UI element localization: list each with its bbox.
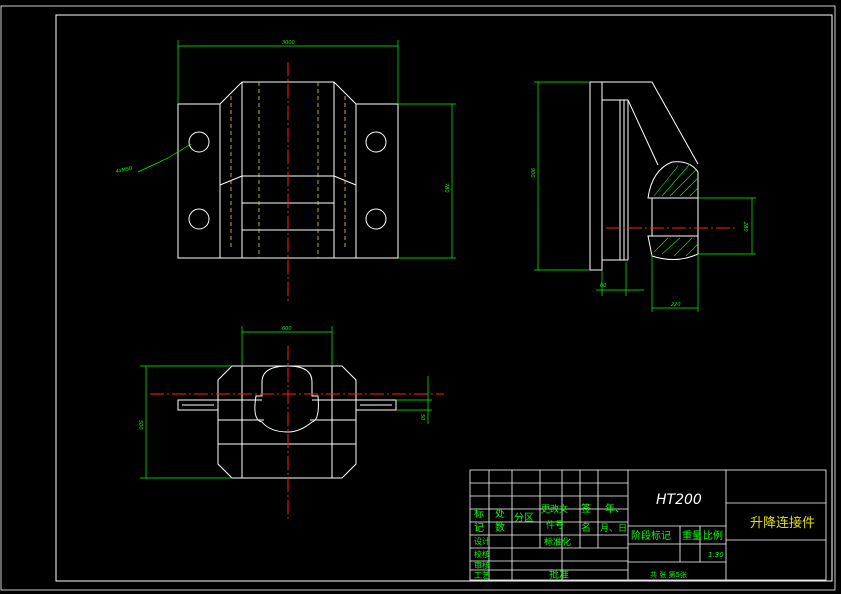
tb-left-0: 设计 [474,536,490,546]
bolt-hole-top-left [188,131,210,153]
title-block-labels: 标 处 分区 更改文 签 年、 记 数 件号 名 月、日 设计 校核 审核 工艺… [474,492,815,581]
tb-row2-1: 数 [495,521,505,534]
tb-row2-0: 记 [474,522,484,534]
outer-frame [0,5,836,591]
dim-top-width: 600 [282,326,292,332]
tb-approve: 批准 [549,568,569,581]
inner-frame [55,14,833,582]
tb-weight: 重量 [682,529,702,542]
bolt-hole-top-right [365,131,387,153]
bolt-hole-bottom-right [365,208,387,230]
tb-left-2: 审核 [474,560,490,570]
side-view [589,81,699,271]
tb-stage: 阶段标记 [631,529,671,542]
tb-material: HT200 [656,492,702,508]
bolt-hole-bottom-left [188,208,210,230]
tb-col-1: 处 [495,508,505,520]
dim-side-boss-depth: 220 [671,302,681,308]
tb-row2-4: 月、日 [600,523,627,534]
tb-scale-label: 比例 [703,529,723,542]
side-boss-hatch [647,161,699,260]
tb-left-1: 校核 [474,549,490,559]
dim-side-thickness: 60 [600,283,606,289]
tb-col-3: 更改文 [541,503,568,515]
tb-row2-3: 名 [581,521,591,534]
tb-col-5: 年、 [605,502,625,515]
dim-front-height: 780 [443,183,449,193]
dim-front-width: 3000 [282,40,295,46]
side-hatch-lines [653,163,699,257]
dim-hole-note: 4xM50 [115,166,133,175]
tb-scale: 1:30 [708,551,724,559]
tb-col-4: 签 [581,502,591,515]
tb-left-3: 工艺 [474,571,490,580]
front-hidden-lines [230,82,346,258]
front-dimensions [137,40,456,259]
tb-row2-2: 件号 [546,519,564,531]
dim-top-depth: 500 [137,420,143,430]
dim-side-height: 900 [529,168,535,178]
dim-top-flange: 50 [419,414,425,420]
side-dimensions [534,81,756,312]
tb-col-2: 分区 [514,512,534,524]
dim-side-boss-dia: 280 [742,222,748,232]
tb-col-0: 标 [474,508,484,520]
tb-sheet: 共 张 第5张 [650,570,687,579]
title-block [469,469,827,581]
tb-std: 标准化 [544,536,571,548]
top-view [177,365,397,479]
top-dimensions [140,326,432,479]
tb-part-name: 升降连接件 [750,515,815,531]
